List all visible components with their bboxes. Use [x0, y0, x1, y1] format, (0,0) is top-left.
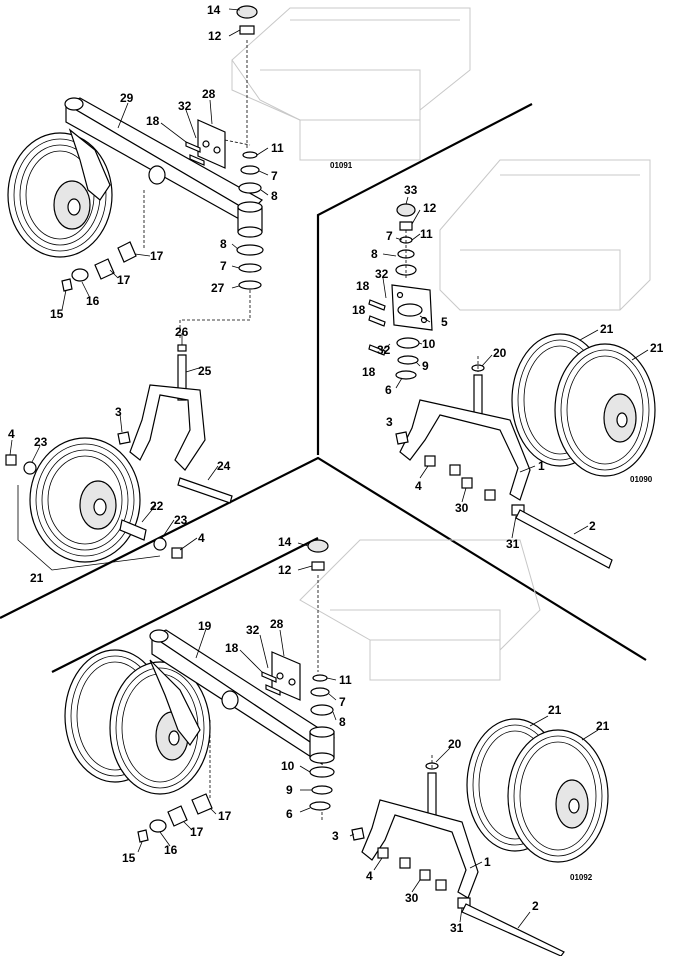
mower-body-ghost-top — [231, 7, 471, 161]
dual-wheel-right — [511, 333, 656, 477]
callout: 17 — [150, 249, 164, 263]
callout: 29 — [120, 91, 134, 105]
callout: 14 — [207, 3, 221, 17]
callout: 15 — [122, 851, 136, 865]
callout: 2 — [532, 899, 539, 913]
callout: 16 — [86, 294, 100, 308]
callout: 11 — [420, 227, 433, 241]
callout: 10 — [422, 337, 436, 351]
callout: 30 — [455, 501, 469, 515]
callout: 4 — [366, 869, 373, 883]
callout: 18 — [352, 303, 366, 317]
right-assembly — [368, 203, 656, 569]
dual-wheel-bottom-right — [466, 718, 609, 863]
callout: 20 — [493, 346, 507, 360]
callout: 6 — [286, 807, 293, 821]
callout: 32 — [375, 267, 389, 281]
callout: 9 — [422, 359, 429, 373]
callout: 10 — [281, 759, 295, 773]
callout: 31 — [450, 921, 464, 935]
callout: 12 — [278, 563, 292, 577]
callout: 21 — [600, 322, 614, 336]
panel-dividers — [0, 103, 647, 673]
callout: 4 — [415, 479, 422, 493]
callout: 6 — [385, 383, 392, 397]
top-left-assembly — [5, 5, 264, 571]
callout: 21 — [548, 703, 562, 717]
callouts-top-left: 14 12 29 32 28 18 11 7 8 8 7 27 17 17 16… — [8, 3, 284, 585]
callout: 23 — [174, 513, 188, 527]
callout: 3 — [332, 829, 339, 843]
callout: 22 — [150, 499, 164, 513]
callout: 33 — [404, 183, 418, 197]
callout: 25 — [198, 364, 212, 378]
callout: 3 — [386, 415, 393, 429]
callout: 24 — [217, 459, 231, 473]
callout: 17 — [218, 809, 232, 823]
callout: 18 — [146, 114, 160, 128]
callout: 5 — [441, 315, 448, 329]
callout: 3 — [115, 405, 122, 419]
callout: 30 — [405, 891, 419, 905]
callout: 18 — [356, 279, 370, 293]
callout: 21 — [30, 571, 44, 585]
callout: 7 — [271, 169, 278, 183]
callout: 17 — [190, 825, 204, 839]
callouts-bottom: 14 12 19 32 28 18 11 7 8 10 9 6 17 17 16… — [122, 535, 610, 935]
callout: 26 — [175, 325, 189, 339]
callout: 2 — [589, 519, 596, 533]
callout: 4 — [8, 427, 15, 441]
callout: 8 — [371, 247, 378, 261]
callout: 1 — [484, 855, 491, 869]
callout: 18 — [225, 641, 239, 655]
leader-lines — [9, 8, 649, 929]
callout: 28 — [202, 87, 216, 101]
callout: 7 — [220, 259, 227, 273]
callout: 32 — [377, 343, 391, 357]
callout: 7 — [339, 695, 346, 709]
callout: 16 — [164, 843, 178, 857]
callout: 15 — [50, 307, 64, 321]
mower-body-ghost-right — [439, 159, 651, 311]
callout: 20 — [448, 737, 462, 751]
bottom-assembly — [64, 539, 609, 956]
callouts-right: 33 12 7 11 8 32 18 18 5 32 10 18 9 6 21 … — [352, 183, 664, 551]
mower-body-ghost-bottom — [299, 539, 541, 681]
drawing-code-bottom: 01092 — [570, 873, 593, 882]
callout: 1 — [538, 459, 545, 473]
callout: 27 — [211, 281, 225, 295]
callout: 21 — [596, 719, 610, 733]
callout: 12 — [423, 201, 437, 215]
wheel-fork-left — [29, 437, 141, 563]
callout: 19 — [198, 619, 212, 633]
callout: 8 — [220, 237, 227, 251]
callout: 8 — [339, 715, 346, 729]
callout: 7 — [386, 229, 393, 243]
callout: 32 — [178, 99, 192, 113]
callout: 32 — [246, 623, 260, 637]
callout: 4 — [198, 531, 205, 545]
callout: 23 — [34, 435, 48, 449]
callout: 12 — [208, 29, 222, 43]
callout: 8 — [271, 189, 278, 203]
callout: 28 — [270, 617, 284, 631]
callout: 18 — [362, 365, 376, 379]
drawing-code-top: 01091 — [330, 161, 353, 170]
callout: 9 — [286, 783, 293, 797]
callout: 31 — [506, 537, 520, 551]
callout: 11 — [271, 141, 284, 155]
callout: 11 — [339, 673, 352, 687]
callout: 21 — [650, 341, 664, 355]
callout: 14 — [278, 535, 292, 549]
drawing-code-right: 01090 — [630, 475, 653, 484]
callout: 17 — [117, 273, 131, 287]
